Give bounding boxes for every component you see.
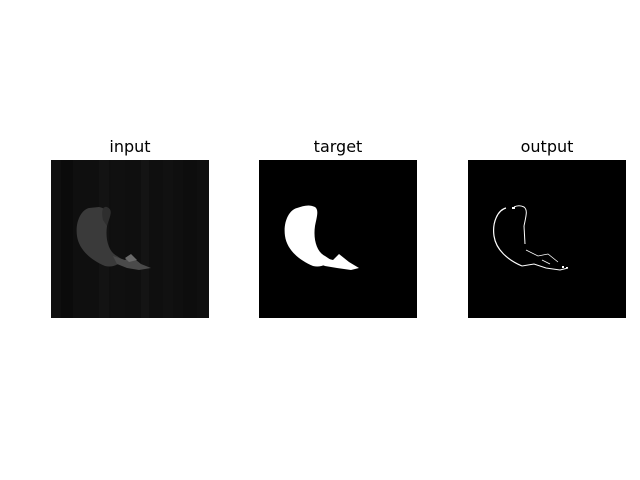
panel-title-output: output <box>520 137 574 156</box>
target-image <box>259 160 417 318</box>
input-image <box>51 160 209 318</box>
panel-title-input: input <box>109 137 151 156</box>
panel-title-target: target <box>313 137 363 156</box>
output-image <box>468 160 626 318</box>
